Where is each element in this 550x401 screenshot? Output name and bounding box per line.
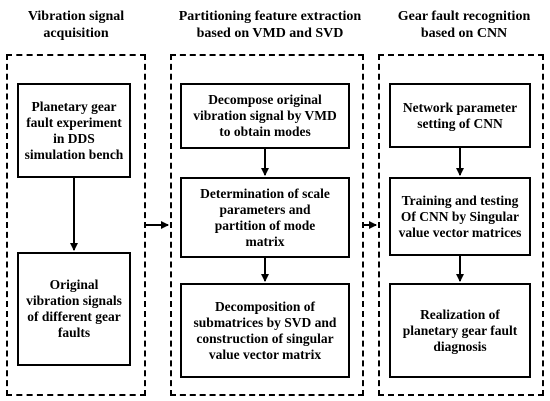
group-acquisition [6,54,146,396]
header-feature-extraction: Partitioning feature extraction based on… [178,9,362,41]
box-cnn-parameter-setting: Network parameter setting of CNN [389,83,531,148]
header-acquisition: Vibration signal acquisition [27,9,125,41]
box-fault-diagnosis: Realization of planetary gear fault diag… [389,283,531,378]
box-planetary-gear-experiment: Planetary gear fault experiment in DDS s… [17,83,131,178]
box-svd-decomposition: Decomposition of submatrices by SVD and … [180,283,350,378]
header-fault-recognition: Gear fault recognition based on CNN [397,9,531,41]
box-scale-parameters: Determination of scale parameters and pa… [180,177,350,258]
box-cnn-training-testing: Training and testing Of CNN by Singular … [389,177,531,256]
group-fault-recognition [378,54,544,396]
box-vmd-decomposition: Decompose original vibration signal by V… [180,83,350,149]
group-feature-extraction [170,54,364,396]
box-original-vibration-signals: Original vibration signals of different … [17,252,131,366]
